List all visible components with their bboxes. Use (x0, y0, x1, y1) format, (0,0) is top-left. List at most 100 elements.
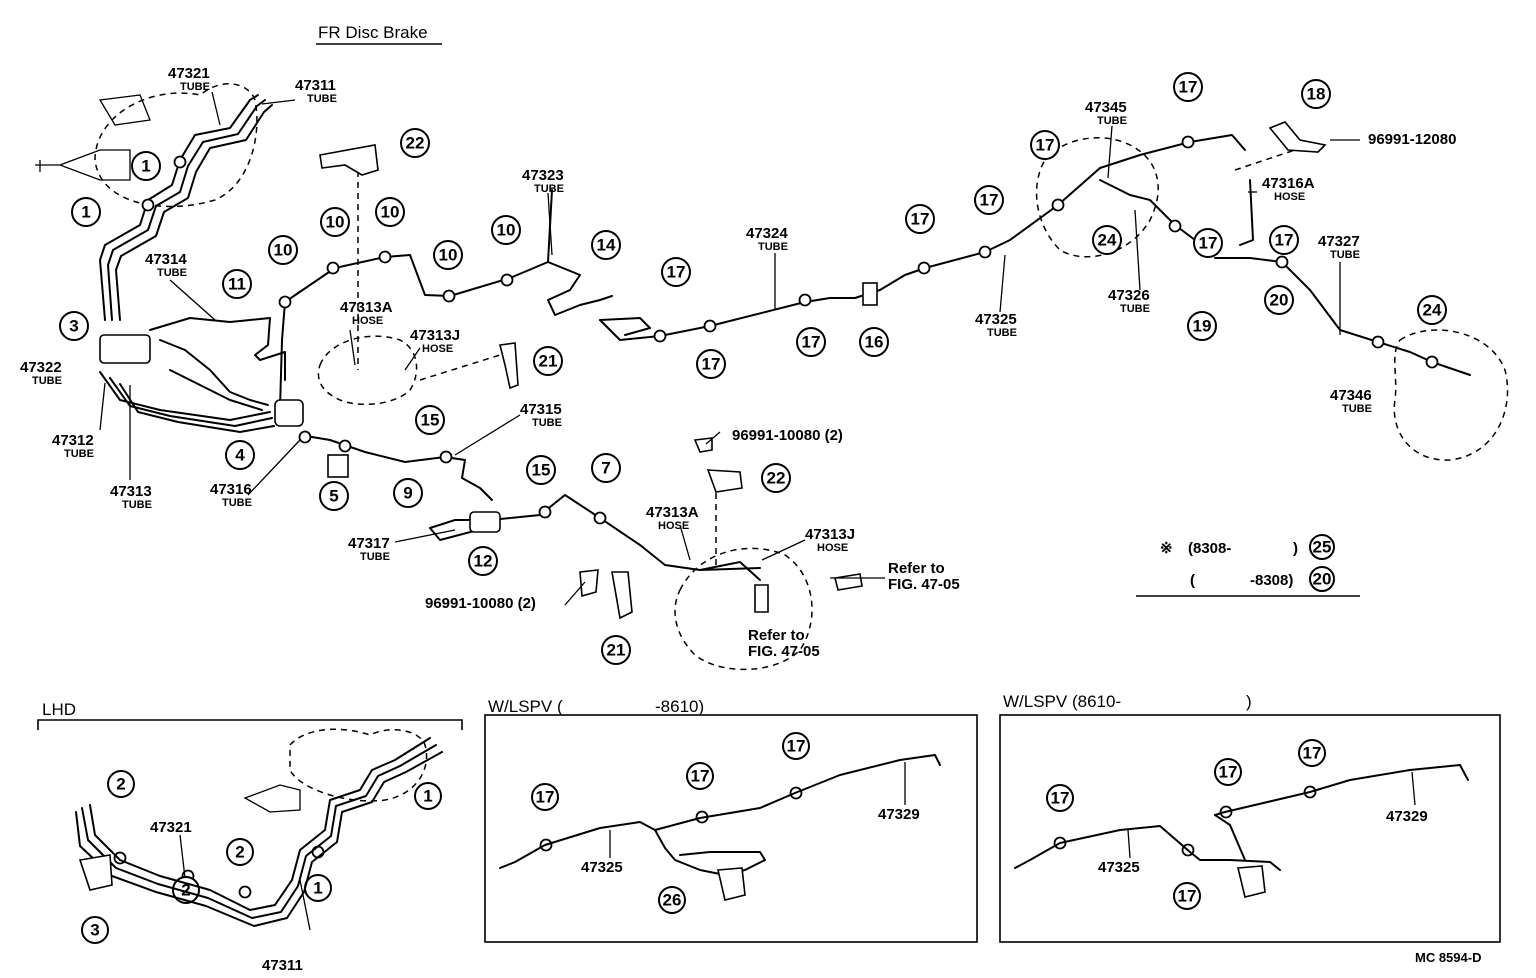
part-label-p47327: 47327 (1318, 233, 1360, 250)
bleeder-plug (834, 573, 863, 591)
bracket-21b (611, 571, 633, 620)
legend: ※ (8308- ) 25 ( -8308) 20 (1136, 534, 1360, 597)
callout-17: 17 (974, 185, 1004, 215)
callout-10: 10 (433, 240, 463, 270)
part-kind-p47345: TUBE (1097, 115, 1127, 127)
union-12 (469, 511, 501, 533)
legend-row1-paren: ) (1293, 540, 1298, 557)
callout-15: 15 (526, 455, 556, 485)
part-kind-p47313J_b: HOSE (817, 542, 848, 554)
part-kind-p47321: TUBE (180, 81, 210, 93)
bracket-5 (327, 454, 349, 478)
part-kind-ref1: FIG. 47-05 (888, 576, 960, 593)
callout-10: 10 (375, 197, 405, 227)
svg-text:11: 11 (228, 275, 246, 294)
tube-clip (173, 155, 187, 169)
svg-text:17: 17 (536, 788, 555, 807)
svg-text:9: 9 (403, 484, 412, 503)
callout-17: 17 (696, 349, 726, 379)
callout-15: 15 (415, 405, 445, 435)
callout-24: 24 (1092, 225, 1122, 255)
part-label-p47313J: 47313J (410, 327, 460, 344)
inset-lhd-title: LHD (42, 700, 76, 719)
bracket-22a (319, 144, 379, 176)
tube-clip (338, 439, 352, 453)
svg-text:17: 17 (1036, 136, 1055, 155)
part-kind-p47313A: HOSE (352, 315, 383, 327)
part-label-p47321: 47321 (168, 65, 210, 82)
svg-text:12: 12 (474, 552, 493, 571)
tube-clip (917, 261, 931, 275)
callout-22: 22 (400, 128, 430, 158)
lspv2-callout-17: 17 (1046, 784, 1074, 812)
part-label-p47325: 47325 (975, 311, 1017, 328)
part-label-p47326: 47326 (1108, 287, 1150, 304)
svg-text:17: 17 (1199, 234, 1218, 253)
callout-12: 12 (468, 546, 498, 576)
lhd-callout-1: 1 (414, 782, 442, 810)
svg-text:18: 18 (1307, 85, 1326, 104)
part-label-p47315: 47315 (520, 401, 562, 418)
svg-text:4: 4 (235, 446, 245, 465)
tube-clip (442, 289, 456, 303)
svg-text:26: 26 (663, 891, 682, 910)
lspv1-callout-17: 17 (686, 762, 714, 790)
svg-text:1: 1 (81, 203, 90, 222)
callout-21: 21 (601, 635, 631, 665)
svg-text:17: 17 (787, 737, 806, 756)
svg-text:17: 17 (702, 355, 721, 374)
clip-96991-10080-top (693, 437, 713, 453)
svg-text:17: 17 (1051, 789, 1070, 808)
svg-text:17: 17 (667, 263, 686, 282)
hose-rotor-outline (317, 335, 418, 406)
lhd-label-47311: 47311 (262, 957, 303, 974)
part-label-p47313A: 47313A (340, 299, 393, 316)
tube-clip (798, 293, 812, 307)
lspv1-label-47329: 47329 (878, 806, 920, 823)
lhd-callout-2: 2 (172, 876, 200, 904)
part-kind-p47327: TUBE (1330, 249, 1360, 261)
proportioning-valve (274, 399, 304, 427)
lhd-label-47321: 47321 (150, 819, 192, 836)
part-kind-p47324: TUBE (758, 241, 788, 253)
tube-clip (1371, 335, 1385, 349)
svg-text:24: 24 (1098, 231, 1117, 250)
svg-text:15: 15 (421, 411, 440, 430)
lspv2-callout-17: 17 (1298, 739, 1326, 767)
part-label-p47316: 47316 (210, 481, 252, 498)
tube-clip (238, 885, 252, 899)
svg-text:1: 1 (423, 787, 432, 806)
svg-text:24: 24 (1423, 301, 1442, 320)
tube-clip (311, 845, 325, 859)
part-label-p47313: 47313 (110, 483, 152, 500)
callout-16: 16 (859, 327, 889, 357)
lspv1-callout-17: 17 (782, 732, 810, 760)
inset-lhd: LHD 47321 47311 (37, 700, 463, 974)
part-label-p47317: 47317 (348, 535, 390, 552)
part-kind-p47325: TUBE (987, 327, 1017, 339)
valve-block (99, 334, 151, 364)
svg-text:17: 17 (980, 191, 999, 210)
part-kind-p47314: TUBE (157, 267, 187, 279)
callout-17: 17 (1173, 72, 1203, 102)
svg-text:1: 1 (141, 157, 150, 176)
callout-21: 21 (533, 346, 563, 376)
svg-text:2: 2 (116, 775, 125, 794)
svg-text:7: 7 (601, 459, 610, 478)
callout-24: 24 (1417, 295, 1447, 325)
tube-clip (703, 319, 717, 333)
callout-17: 17 (661, 257, 691, 287)
tube-clip (500, 273, 514, 287)
part-label-p96991_10080b: 96991-10080 (2) (425, 595, 536, 612)
svg-text:5: 5 (329, 487, 338, 506)
part-label-p47312: 47312 (52, 432, 94, 449)
svg-text:10: 10 (274, 241, 293, 260)
callout-22: 22 (761, 463, 791, 493)
part-kind-ref2: FIG. 47-05 (748, 643, 820, 660)
svg-text:17: 17 (802, 333, 821, 352)
callout-3: 3 (59, 311, 89, 341)
part-label-p47314: 47314 (145, 251, 187, 268)
rear-rotor-outline (1393, 329, 1509, 461)
